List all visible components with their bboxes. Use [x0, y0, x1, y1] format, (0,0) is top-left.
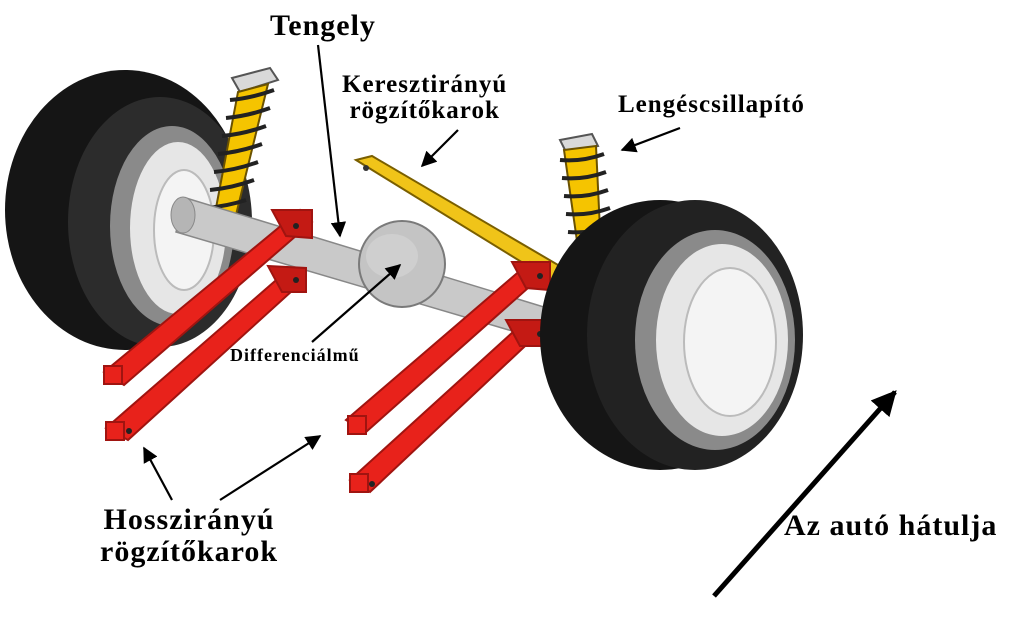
label-trailing-line2: rögzítőkarok	[100, 534, 279, 568]
rear-direction-arrow	[712, 390, 897, 598]
label-trailing-line1: Hosszirányú	[103, 503, 275, 536]
axle-leader	[316, 44, 347, 238]
right-trailing-arms	[344, 260, 553, 494]
label-panhard-line1: Keresztirányú	[342, 71, 508, 98]
label-panhard-line2: rögzítőkarok	[349, 97, 500, 125]
left-shock-absorber	[205, 66, 280, 217]
differential-leader	[311, 263, 402, 343]
label-panhard: Keresztirányú rögzítőkarok	[342, 71, 508, 125]
label-differential: Differenciálmű	[230, 345, 360, 365]
panhard-leader	[420, 129, 459, 168]
left-trailing-arms	[102, 208, 314, 442]
label-axle: Tengely	[270, 9, 376, 42]
shock-leader	[620, 126, 681, 153]
label-rear-of-car: Az autó hátulja	[784, 509, 998, 542]
trailing-leader-right	[219, 435, 322, 501]
label-trailing-arms: Hosszirányú rögzítőkarok	[100, 504, 278, 567]
differential-housing	[358, 220, 446, 308]
trailing-leader-left	[143, 446, 173, 501]
right-wheel	[540, 200, 803, 470]
label-shock-absorber: Lengéscsillapító	[618, 91, 805, 118]
